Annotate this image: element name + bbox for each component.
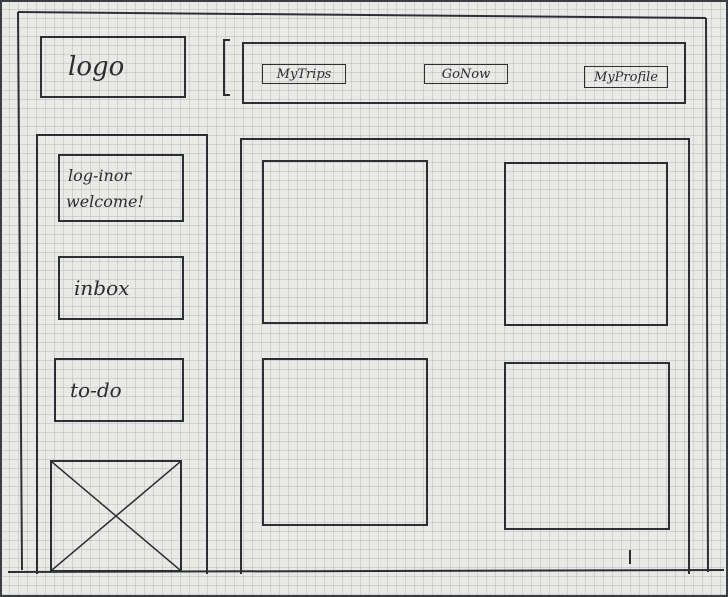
login-box[interactable]: log-inor welcome! (58, 154, 184, 222)
logo-text: logo (68, 52, 125, 82)
nav-gonow[interactable]: GoNow (424, 64, 508, 84)
image-placeholder-icon (51, 461, 181, 571)
inbox-label: inbox (74, 276, 130, 300)
image-placeholder (50, 460, 182, 572)
content-tile-3[interactable] (262, 358, 428, 526)
nav-mytrips[interactable]: MyTrips (262, 64, 346, 84)
content-tile-4[interactable] (504, 362, 670, 530)
login-text-line2: welcome! (66, 192, 144, 211)
logo[interactable]: logo (40, 36, 186, 98)
login-text-line1: log-inor (68, 166, 132, 185)
todo-button[interactable]: to-do (54, 358, 184, 422)
todo-label: to-do (70, 378, 122, 402)
sidebar: log-inor welcome! inbox to-do (36, 134, 208, 574)
content-tile-2[interactable] (504, 162, 668, 326)
main-content (240, 138, 690, 574)
nav-myprofile[interactable]: MyProfile (584, 66, 668, 88)
inbox-button[interactable]: inbox (58, 256, 184, 320)
content-tile-1[interactable] (262, 160, 428, 324)
header-nav: MyTrips GoNow MyProfile (242, 42, 686, 104)
